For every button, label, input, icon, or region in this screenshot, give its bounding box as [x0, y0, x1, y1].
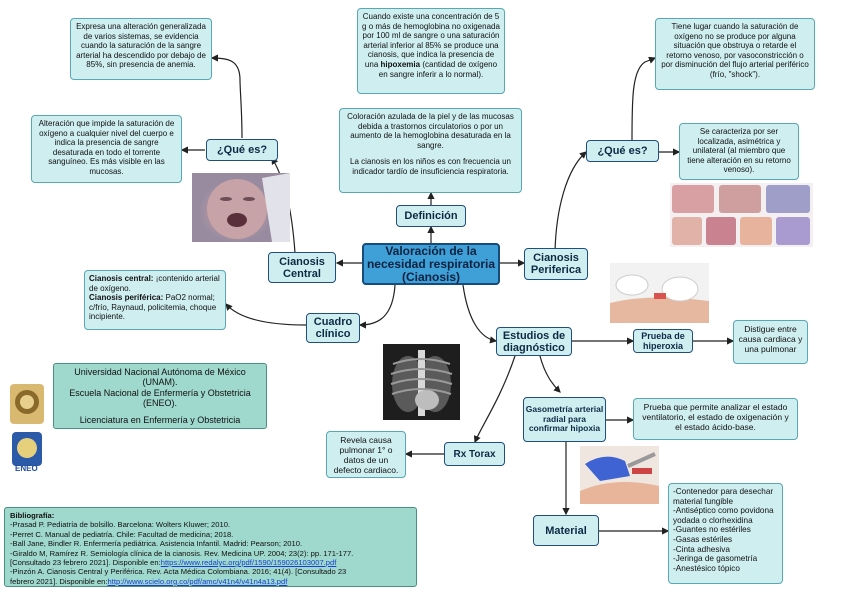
definicion-mid-box: Coloración azulada de la piel y de las m… [339, 108, 522, 193]
gasometria-label: Gasometría arterial radial para confirma… [525, 404, 604, 434]
bibliography-entry: -Giraldo M, Ramírez R. Semiología clínic… [10, 548, 354, 558]
definicion-top-text: Cuando existe una concentración de 5 g o… [362, 12, 500, 69]
bibliography-entry: -Perret C. Manual de pediatría. Chile: F… [10, 529, 234, 539]
material-label: Material [545, 524, 587, 537]
definicion-top-text-end: (cantidad de oxígeno en sangre inferir a… [378, 59, 498, 79]
gasometria-text: Prueba que permite analizar el estado ve… [642, 402, 789, 432]
unam-logo [8, 382, 46, 426]
bibliography-entry-5: [Consultado 23 febrero 2021]. Disponible… [10, 558, 411, 567]
peripheral-cyanosis-photo [670, 183, 813, 247]
bibliography-title: Bibliografía: [10, 511, 55, 520]
bibliography-link-redalyc[interactable]: https://www.redalyc.org/pdf/1590/1590261… [160, 558, 337, 568]
estudios-node: Estudios de diagnóstico [496, 327, 572, 356]
center-title-text: Valoración de la necesidad respiratoria … [366, 243, 496, 284]
que-es-left-label: ¿Qué es? [216, 144, 268, 156]
rx-text-box: Revela causa pulmonar 1° o datos de un d… [326, 431, 406, 478]
rx-torax-label: Rx Torax [453, 448, 496, 460]
rx-text: Revela causa pulmonar 1° o datos de un d… [333, 435, 399, 475]
bibliography-entry: -Ball Jane, Bindler R. Enfermería pediát… [10, 539, 303, 549]
material-item: -Jeringa de gasometría [673, 554, 758, 564]
que-es-right-label: ¿Qué es? [597, 145, 648, 157]
cianosis-central-label: Cianosis Central [279, 255, 325, 280]
cuadro-clinico-box: Cianosis central: ¡contenido arterial de… [84, 270, 226, 330]
periferica-top-text: Tiene lugar cuando la saturación de oxíg… [661, 22, 809, 79]
que-es-right-node: ¿Qué es? [586, 140, 659, 162]
material-item: -Gasas estériles [673, 534, 733, 544]
cianosis-central-node: Cianosis Central [268, 252, 336, 283]
material-item: -Anestésico tópico [673, 563, 740, 573]
definicion-node: Definición [396, 205, 466, 227]
center-title: Valoración de la necesidad respiratoria … [362, 243, 500, 285]
hiperoxia-text: Distigue entre causa cardiaca y una pulm… [738, 324, 803, 354]
material-node: Material [533, 515, 599, 546]
material-item: -Cinta adhesiva [673, 544, 730, 554]
institution-line-3: Licenciatura en Enfermería y Obstetricia [79, 414, 241, 425]
definicion-mid-text-1: Coloración azulada de la piel y de las m… [347, 112, 514, 150]
chest-xray-photo [383, 344, 460, 420]
bibliography-link-scielo[interactable]: http://www.scielo.org.co/pdf/amc/v41n4/v… [107, 576, 288, 586]
cuadro-central-label: Cianosis central: [89, 274, 154, 283]
bibliography-entry: -Prasad P. Pediatría de bolsillo. Barcel… [10, 520, 231, 530]
gasometria-text-box: Prueba que permite analizar el estado ve… [633, 398, 798, 440]
que-es-left-node: ¿Qué es? [206, 139, 278, 161]
material-item: -Contenedor para desechar material fungi… [673, 487, 774, 506]
cuadro-central-text: ¡contenido arterial de oxígeno. [89, 274, 220, 293]
definicion-label: Definición [404, 210, 458, 222]
definicion-mid-text-2: La cianosis en los niños es con frecuenc… [350, 157, 511, 176]
cuadro-clinico-node: Cuadro clínico [306, 313, 360, 343]
material-item: -Antiséptico como povidona yodada o clor… [673, 506, 774, 525]
prueba-hiperoxia-label: Prueba de hiperoxia [641, 331, 685, 351]
institution-line-1: Universidad Nacional Autónoma de México … [74, 367, 246, 388]
hipoxemia-term: hipoxemia [380, 59, 421, 69]
cianosis-periferica-node: Cianosis Periferica [524, 248, 588, 280]
bibliography-box: Bibliografía: -Prasad P. Pediatría de bo… [4, 507, 417, 587]
cyanotic-baby-photo [192, 173, 290, 242]
periferica-mid-text: Se caracteriza por ser localizada, asimé… [687, 127, 791, 175]
central-mid-text: Alteración que impide la saturación de o… [38, 119, 175, 176]
eneo-logo-text: ENEO [15, 464, 38, 473]
bibliography-entry-text: febrero 2021]. Disponible en: [10, 576, 108, 586]
periferica-mid-box: Se caracteriza por ser localizada, asimé… [679, 123, 799, 180]
cianosis-periferica-label: Cianosis Periferica [530, 252, 582, 276]
bibliography-entry-7: febrero 2021]. Disponible en:http://www.… [10, 577, 411, 586]
material-list-box: -Contenedor para desechar material fungi… [668, 483, 783, 584]
periferica-top-box: Tiene lugar cuando la saturación de oxíg… [655, 18, 815, 90]
cuadro-periferica-label: Cianosis periférica: [89, 293, 164, 303]
cuadro-periferica-text: PaO2 normal; c/frío, Raynaud, policitemi… [89, 293, 217, 322]
hiperoxia-text-box: Distigue entre causa cardiaca y una pulm… [733, 320, 808, 364]
prueba-hiperoxia-node: Prueba de hiperoxia [633, 329, 693, 353]
central-mid-box: Alteración que impide la saturación de o… [31, 115, 182, 183]
institution-line-2: Escuela Nacional de Enfermería y Obstetr… [69, 387, 251, 409]
central-top-box: Expresa una alteración generalizada de v… [70, 18, 212, 80]
institution-box: Universidad Nacional Autónoma de México … [53, 363, 267, 429]
eneo-logo: ENEO [8, 430, 46, 474]
definicion-top-box: Cuando existe una concentración de 5 g o… [357, 8, 505, 94]
central-top-text: Expresa una alteración generalizada de v… [76, 22, 206, 70]
hiperoxia-photo [610, 263, 709, 323]
estudios-label: Estudios de diagnóstico [502, 329, 566, 354]
bibliography-entry: -Pinzón A. Cianosis Central y Periférica… [10, 567, 347, 577]
rx-torax-node: Rx Torax [444, 442, 505, 466]
gasometria-node: Gasometría arterial radial para confirma… [523, 397, 606, 442]
bibliography-entry-text: [Consultado 23 febrero 2021]. Disponible… [10, 558, 161, 568]
material-item: -Guantes no estériles [673, 525, 751, 535]
cuadro-clinico-label: Cuadro clínico [313, 316, 353, 340]
gasometria-photo [580, 446, 659, 504]
